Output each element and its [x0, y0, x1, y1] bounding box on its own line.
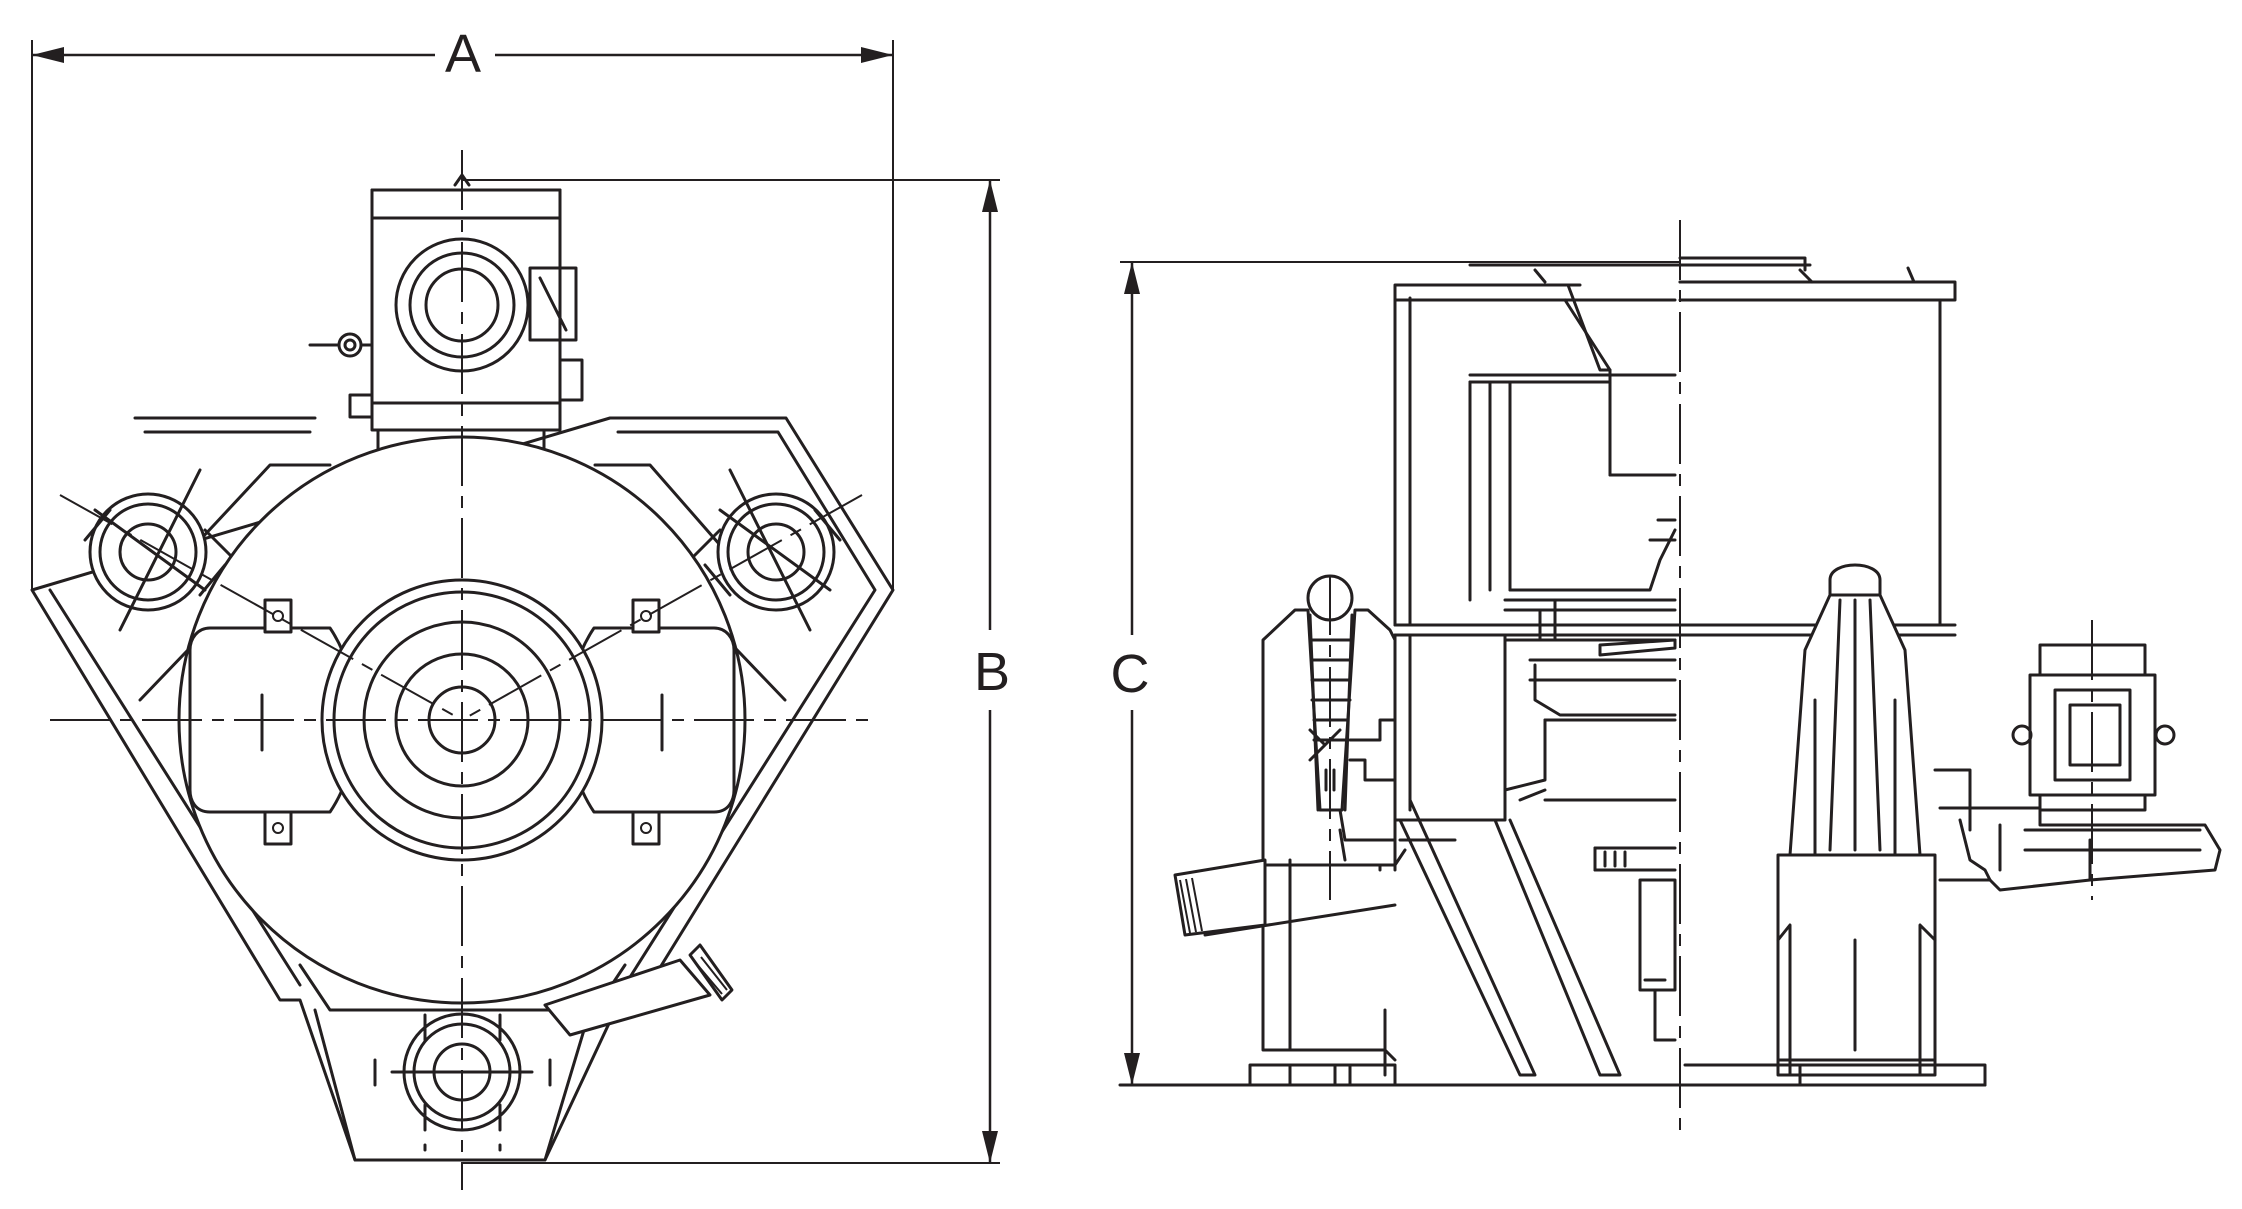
dimension-c-label: C	[1111, 644, 1150, 704]
dimension-a: A	[31, 24, 894, 590]
suspension-foot-right	[703, 468, 842, 632]
dimension-b-label: B	[974, 642, 1010, 702]
right-suspension-column	[1776, 563, 1937, 1077]
dimension-b: B	[462, 179, 1010, 1164]
plan-view: A B	[30, 24, 1010, 1190]
gearbox-housing	[308, 173, 584, 462]
dimension-a-label: A	[445, 24, 481, 84]
outlet-pipe	[543, 943, 734, 1037]
base-blocks	[1248, 1063, 1987, 1087]
side-centerlines	[1329, 220, 2093, 1130]
dimension-c: C	[1111, 261, 1680, 1086]
bearing-assembly	[1393, 598, 1677, 1042]
drive-motor	[1933, 643, 2222, 892]
plan-centerlines	[50, 150, 875, 1190]
side-outlet-pipe	[1173, 858, 1397, 937]
left-suspension-column	[1261, 574, 1407, 1077]
diagonal-support-leg	[1398, 798, 1622, 1077]
side-view: C	[1111, 220, 2222, 1130]
lug-brackets	[263, 598, 661, 846]
